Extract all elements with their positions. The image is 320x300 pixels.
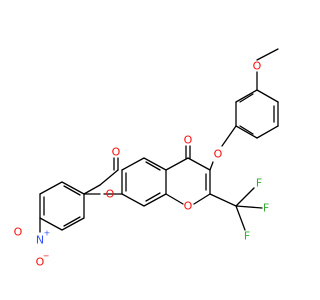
ether-oxygen-label: O: [214, 148, 223, 161]
atom-labels: O O O O O O N + O O − F F F: [14, 60, 270, 269]
ester-linkage: [83, 157, 123, 195]
nitro-oxygen-upper-label: O: [14, 226, 23, 239]
fluorine-1-label: F: [256, 177, 262, 190]
fluorine-3-label: F: [244, 230, 250, 243]
nitro-oxygen-charge: −: [43, 252, 50, 261]
nitro-oxygen-lower-label: O: [36, 256, 45, 269]
chromone-core: [121, 145, 211, 207]
nitrophenyl-ring: [39, 181, 85, 231]
fluorine-2-label: F: [263, 202, 269, 215]
nitro-nitrogen-charge: +: [44, 229, 51, 238]
ester-oxygen-label: O: [106, 188, 115, 201]
methoxyphenyl-ring: [235, 89, 279, 139]
carbonyl-oxygen-label: O: [112, 146, 121, 159]
methoxy-oxygen-label: O: [253, 60, 262, 73]
trifluoromethyl-group: [209, 187, 263, 231]
nitro-nitrogen-label: N: [36, 234, 44, 247]
methoxy-group: [256, 48, 279, 91]
ketone-oxygen-label: O: [184, 134, 193, 147]
ether-link: [209, 125, 237, 171]
ring-oxygen-label: O: [184, 200, 193, 213]
molecule-structure: O O O O O O N + O O − F F F: [14, 48, 279, 269]
